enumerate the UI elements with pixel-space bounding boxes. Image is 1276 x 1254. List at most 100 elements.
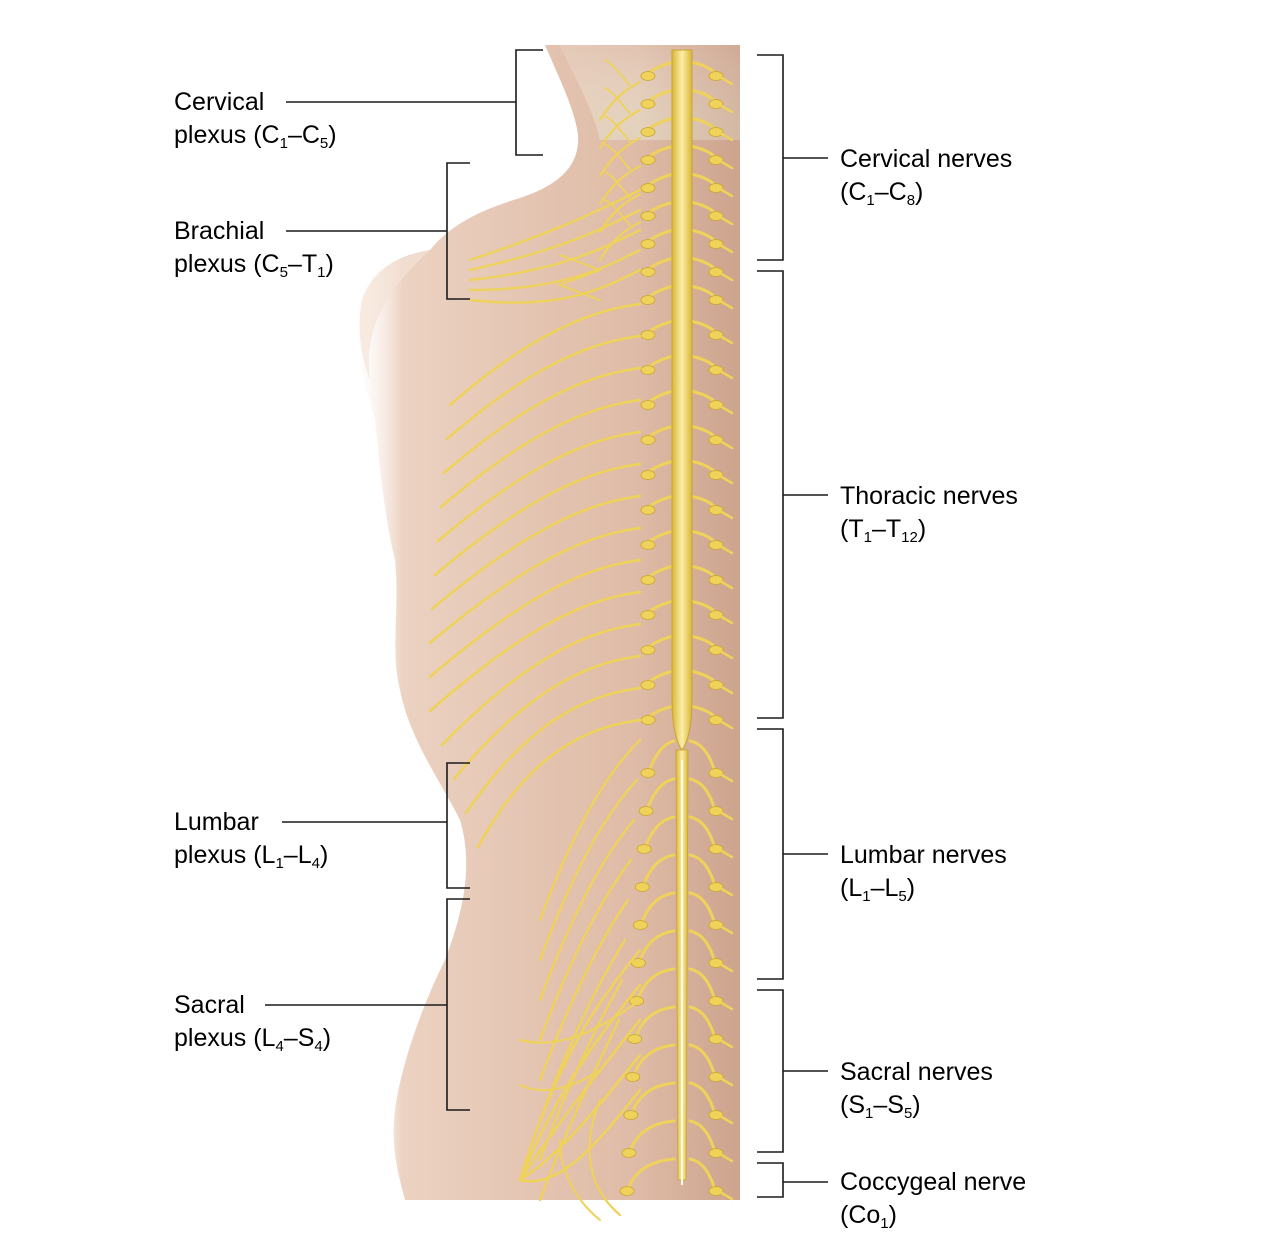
nerve-ganglion-left [640,470,656,480]
nerve-root-right [688,1081,716,1113]
nerve-ganglion-left [640,127,656,137]
label-line1: Cervical nerves [840,145,1012,173]
nerve-root-left [638,929,676,961]
nerve-stub-right [718,474,734,485]
bracket-lumbar-plexus [282,762,470,889]
label-line2: (S1–S5) [840,1091,921,1122]
cervical-plexus-branch [604,199,631,226]
nerve-ganglion-left [621,1148,637,1158]
label-thoracic-nerves: Thoracic nerves (T1–T12) [840,482,1018,546]
intercostal-nerve [464,686,642,815]
nerve-ganglion-left [631,958,646,968]
intercostal-nerve [476,718,642,849]
sacral-plexus-branch [559,1139,601,1221]
nerve-ganglion-right [708,882,724,892]
nerve-ganglion-right [708,844,724,854]
nerve-root-left [635,1005,676,1037]
bracket-brachial-plexus [286,162,470,300]
nerve-stub-right [718,271,734,282]
lumbar-plexus-branch [538,858,633,1042]
label-lumbar-plexus: Lumbar plexus (L1–L4) [174,808,328,872]
label-line2: (Co1) [840,1201,897,1232]
nerve-ganglion-left [640,267,656,277]
cervical-plexus-branch [598,136,642,178]
nerve-stub-right [718,810,734,821]
nerve-ganglion-left [640,71,656,81]
nerve-ganglion-left [640,768,656,778]
label-brackets [265,49,828,1198]
cervical-plexus-branch [604,59,631,86]
nerve-root-right [688,529,716,543]
nerve-stub-right [718,848,734,859]
nerve-root-right [688,777,716,809]
label-line1: Brachial [174,217,264,245]
nerve-root-right [688,172,716,186]
nerve-ganglion-left [640,435,656,445]
label-line1: Cervical [174,88,264,116]
nerve-ganglion-right [708,267,724,277]
nerve-root-right [688,228,716,242]
nerve-stub-right [718,334,734,345]
nerve-ganglion-right [708,996,724,1006]
label-coccygeal-nerve: Coccygeal nerve (Co1) [840,1168,1026,1232]
nerve-ganglion-left [640,330,656,340]
nerve-stub-right [718,131,734,142]
nerve-ganglion-left [640,99,656,109]
nerve-stub-right [718,614,734,625]
nerve-ganglion-left [627,1034,643,1044]
nerve-ganglion-left [640,680,656,690]
bracket-cervical-nerves [757,54,828,261]
nerve-root-right [688,389,716,403]
nerve-ganglion-left [619,1186,635,1196]
lumbar-plexus-branch [538,898,630,1082]
nerve-stub-right [718,439,734,450]
nerve-ganglion-right [708,1148,724,1158]
brachial-plexus-branch [468,228,642,282]
nerve-root-right [688,494,716,508]
nerve-root-right [688,459,716,473]
nerve-ganglion-left [640,365,656,375]
nerve-ganglion-left [640,715,656,725]
nerve-ganglion-left [640,400,656,410]
bracket-sacral-plexus [265,898,470,1111]
nerve-stub-right [718,886,734,897]
brachial-plexus-branch [468,268,642,304]
nerve-root-right [688,853,716,885]
nerve-ganglion-right [708,183,724,193]
nerve-ganglion-left [640,540,656,550]
nerve-root-right [688,256,716,270]
brachial-plexus-branch [557,254,603,301]
sacral-plexus-branch [518,1053,642,1182]
nerve-ganglion-right [708,470,724,480]
nerve-ganglion-left [640,610,656,620]
sacral-plexus-branch [518,1088,642,1183]
label-line1: Sacral nerves [840,1058,993,1086]
nerve-ganglion-right [708,575,724,585]
label-line1: Lumbar [174,808,259,836]
nerve-stub-right [718,369,734,380]
nerve-stub-right [718,509,734,520]
nerve-ganglion-left [640,155,656,165]
sacral-plexus-branch [518,1018,642,1182]
nerve-ganglion-right [708,505,724,515]
nerve-root-right [688,1043,716,1075]
nerve-stub-right [718,1000,734,1011]
sacral-plexus-branch [588,1098,622,1217]
nerve-ganglion-right [708,211,724,221]
nerve-root-right [688,739,716,771]
bracket-thoracic-nerves [757,270,828,719]
intercostal-nerve [433,462,642,577]
nerve-root-right [688,144,716,158]
intercostal-nerve [448,302,642,407]
bracket-cervical-plexus [286,49,543,156]
intercostal-nerve [428,590,642,713]
cervical-plexus-branch [604,115,631,142]
nerve-stub-right [718,187,734,198]
label-line2: plexus (L1–L4) [174,841,328,872]
nerve-stub-right [718,103,734,114]
nerve-ganglion-right [708,645,724,655]
cervical-plexus-branch [598,164,642,206]
label-line2: (L1–L5) [840,874,915,905]
nerve-ganglion-left [640,239,656,249]
nerve-ganglion-left [638,806,654,816]
